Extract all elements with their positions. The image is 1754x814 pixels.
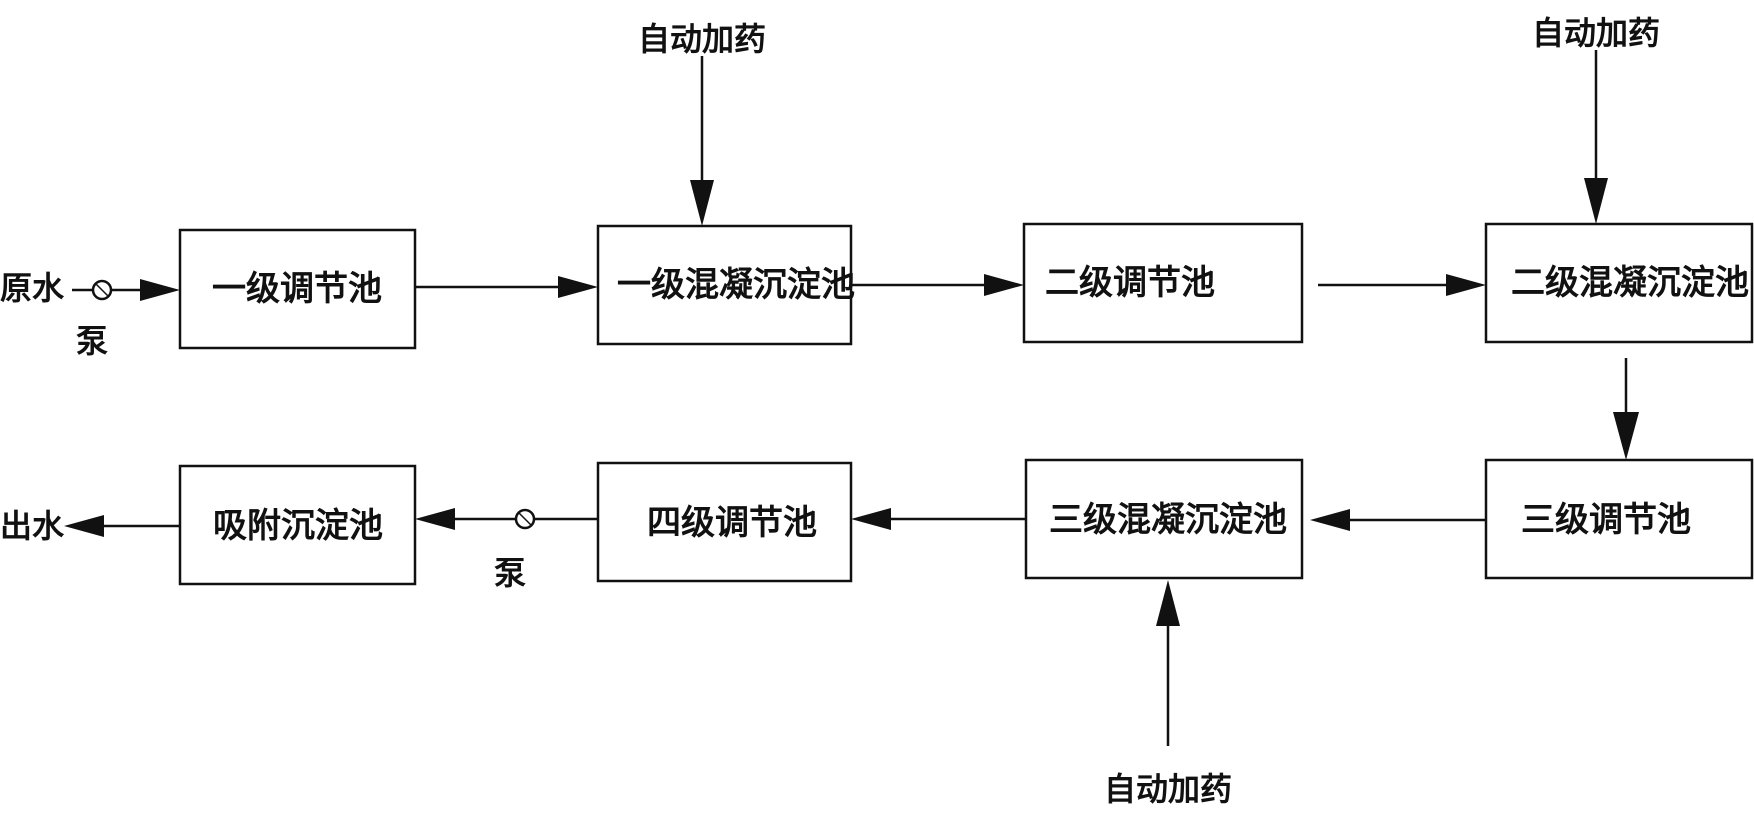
flow-arrow-tank5-to-tank6 — [1310, 509, 1486, 531]
box-primary-coagulation-sedimentation-tank: 一级混凝沉淀池 — [596, 224, 855, 346]
flow-arrow-dosing-to-tank4 — [1584, 50, 1608, 224]
box-tertiary-equalization-tank: 三级调节池 — [1484, 458, 1754, 580]
box-quaternary-equalization-tank-label: 四级调节池 — [647, 503, 817, 543]
dosing-label-secondary: 自动加药 — [1532, 14, 1660, 52]
box-quaternary-equalization-tank: 四级调节池 — [596, 461, 853, 583]
pump-icon — [514, 508, 536, 530]
box-secondary-equalization-tank-label: 二级调节池 — [1045, 263, 1215, 303]
flow-arrow-tank3-to-tank4 — [1318, 274, 1486, 296]
flow-arrow-tank8-to-outlet — [64, 515, 180, 537]
dosing-label-tertiary: 自动加药 — [1104, 770, 1232, 808]
box-primary-equalization-tank: 一级调节池 — [178, 228, 417, 350]
box-secondary-coagulation-sedimentation-tank-label: 二级混凝沉淀池 — [1511, 263, 1749, 303]
box-tertiary-coagulation-sedimentation-tank-label: 三级混凝沉淀池 — [1049, 500, 1287, 540]
box-adsorption-sedimentation-tank-label: 吸附沉淀池 — [213, 506, 383, 546]
flow-arrow-tank7-to-tank8 — [415, 508, 598, 530]
flow-arrow-tank2-to-tank3 — [851, 274, 1024, 296]
dosing-label-primary: 自动加药 — [638, 20, 766, 58]
box-tertiary-coagulation-sedimentation-tank: 三级混凝沉淀池 — [1024, 458, 1304, 580]
box-secondary-coagulation-sedimentation-tank: 二级混凝沉淀池 — [1484, 222, 1754, 344]
flow-arrow-tank1-to-tank2 — [415, 276, 598, 298]
flow-arrow-dosing-to-tank2 — [690, 56, 714, 226]
flow-arrow-dosing-to-tank6 — [1156, 580, 1180, 746]
pump-icon — [91, 279, 113, 301]
box-adsorption-sedimentation-tank: 吸附沉淀池 — [178, 464, 417, 586]
outlet-water-label: 出水 — [0, 507, 65, 545]
box-tertiary-equalization-tank-label: 三级调节池 — [1521, 500, 1691, 540]
box-primary-coagulation-sedimentation-tank-label: 一级混凝沉淀池 — [617, 265, 855, 305]
pump-label-outlet: 泵 — [494, 554, 526, 592]
raw-water-label: 原水 — [0, 269, 65, 307]
flow-arrow-tank4-to-tank5 — [1613, 358, 1639, 460]
flow-arrow-inlet-to-tank1 — [72, 279, 180, 301]
box-primary-equalization-tank-label: 一级调节池 — [212, 269, 382, 309]
flow-arrow-tank6-to-tank7 — [851, 508, 1026, 530]
pump-label-inlet: 泵 — [76, 322, 108, 360]
box-secondary-equalization-tank: 二级调节池 — [1022, 222, 1304, 344]
